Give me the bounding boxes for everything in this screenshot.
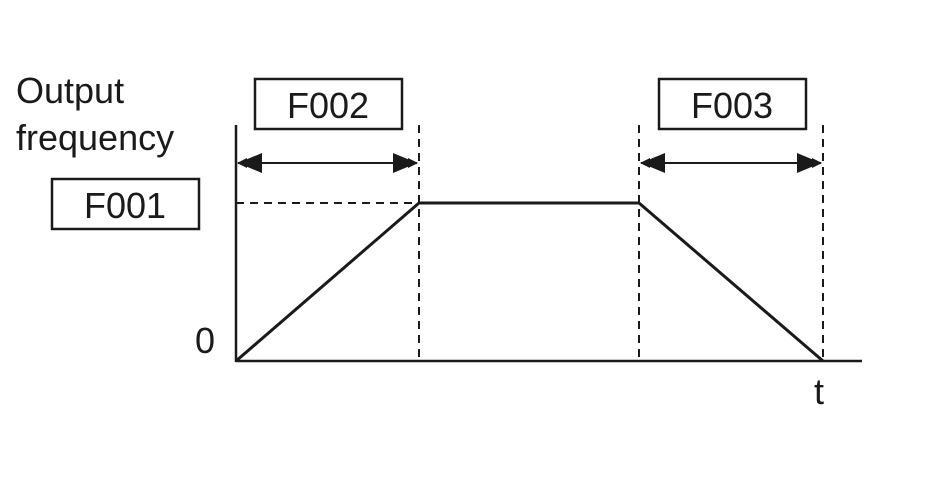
f002-box: F002 [253,77,404,131]
origin-label: 0 [195,320,215,361]
frequency-profile-line [235,201,824,363]
f002-label: F002 [287,85,369,126]
f003-box: F003 [657,77,808,131]
x-axis-label: t [814,371,824,412]
decel-arrow-left-head [641,153,665,173]
y-axis-label-line1: Output [16,70,124,111]
f001-box: F001 [50,177,201,231]
y-axis-label-line2: frequency [16,117,174,158]
decel-arrow-right-head [797,153,821,173]
f001-label: F001 [84,185,166,226]
accel-arrow-right-head [393,153,417,173]
accel-arrow-left-head [238,153,262,173]
f003-label: F003 [691,85,773,126]
